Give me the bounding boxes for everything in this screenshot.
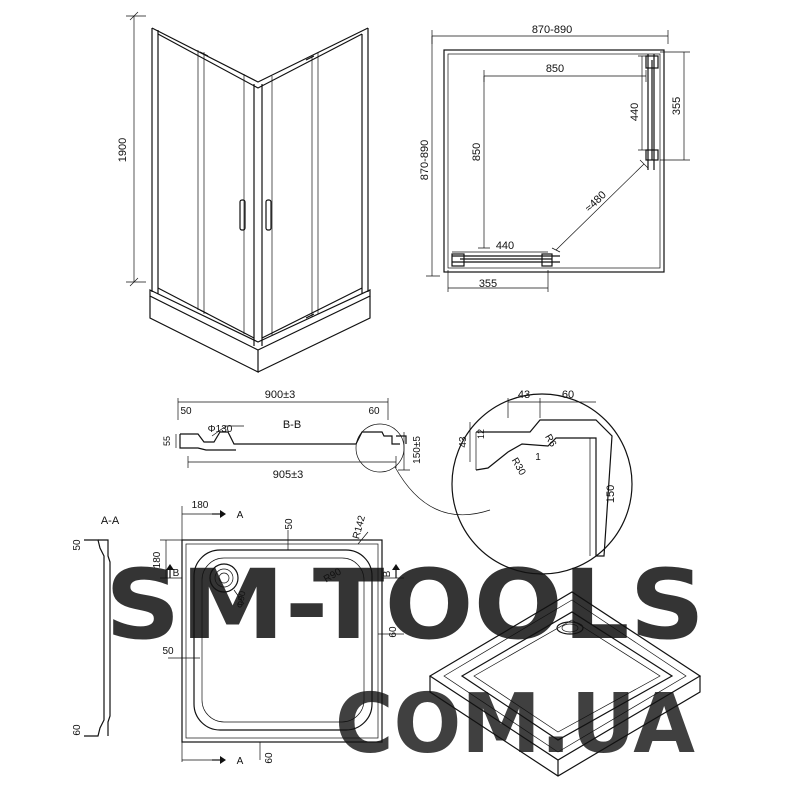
top-offset-180: 180	[192, 500, 209, 511]
plan-view: ≈480 870-890 850 870-890 850 355 440 440…	[419, 24, 690, 292]
detail-dim-12: 12	[476, 429, 486, 439]
section-aa-bottom: 60	[72, 724, 83, 736]
section-overall-width: 900±3	[265, 389, 296, 401]
section-aa-label: A-A	[101, 515, 120, 527]
watermark-line2: COM.UA	[335, 677, 696, 772]
top-section-a: A	[237, 510, 244, 521]
plan-door-offset-bottom: 355	[479, 278, 497, 290]
plan-door-offset-right: 355	[671, 97, 683, 115]
section-b-right: B	[382, 570, 393, 577]
detail-one: 1	[535, 452, 541, 463]
plan-inner-width: 850	[546, 63, 564, 75]
detail-dim-43v: 43	[458, 436, 469, 448]
plan-door-width-bottom: 440	[496, 240, 514, 252]
section-left-height: 55	[162, 436, 172, 446]
section-right-height: 150±5	[412, 436, 423, 464]
top-dim-50-left: 50	[162, 646, 174, 657]
enclosure-3d-view: 1900	[117, 11, 371, 373]
section-right-flange: 60	[368, 406, 380, 417]
section-aa-top: 50	[72, 539, 83, 551]
top-dim-50: 50	[284, 518, 295, 530]
section-bb: 900±3 B-B 50 60 55 Φ130 905±3 150±5	[162, 389, 491, 516]
plan-width-range: 870-890	[532, 24, 572, 36]
plan-door-width-right: 440	[629, 103, 641, 121]
bottom-section-a: A	[237, 756, 244, 767]
enclosure-height: 1900	[117, 138, 129, 162]
top-dim-60-right: 60	[388, 626, 399, 638]
section-base-width: 905±3	[273, 469, 304, 481]
detail-r6: R6	[542, 432, 558, 449]
section-drain-dia: Φ130	[208, 424, 233, 435]
tray-isometric-view	[428, 591, 702, 777]
detail-r30: R30	[509, 456, 528, 478]
section-aa: A-A 50 60	[72, 515, 120, 737]
detail-height: 150	[605, 485, 617, 503]
top-dim-60-bottom: 60	[264, 752, 275, 764]
section-label: B-B	[283, 419, 301, 431]
plan-inner-depth: 850	[471, 143, 483, 161]
top-r142: R142	[351, 514, 368, 540]
plan-depth-range: 870-890	[419, 140, 431, 180]
tray-top-view: 180 A 50 R142 180 B B R90 Φ90 60 50 60 A	[152, 500, 404, 767]
section-b-left: B	[173, 568, 180, 579]
watermark-line1: SM-TOOLS	[105, 549, 705, 661]
detail-dim-43: 43	[518, 389, 530, 401]
section-left-flange: 50	[180, 406, 192, 417]
side-offset-180: 180	[152, 551, 163, 568]
detail-view: 43 60 43 12 R6 R30 1 150	[451, 389, 633, 575]
watermark: SM-TOOLS COM.UA	[105, 549, 705, 772]
detail-dim-60: 60	[562, 389, 574, 401]
